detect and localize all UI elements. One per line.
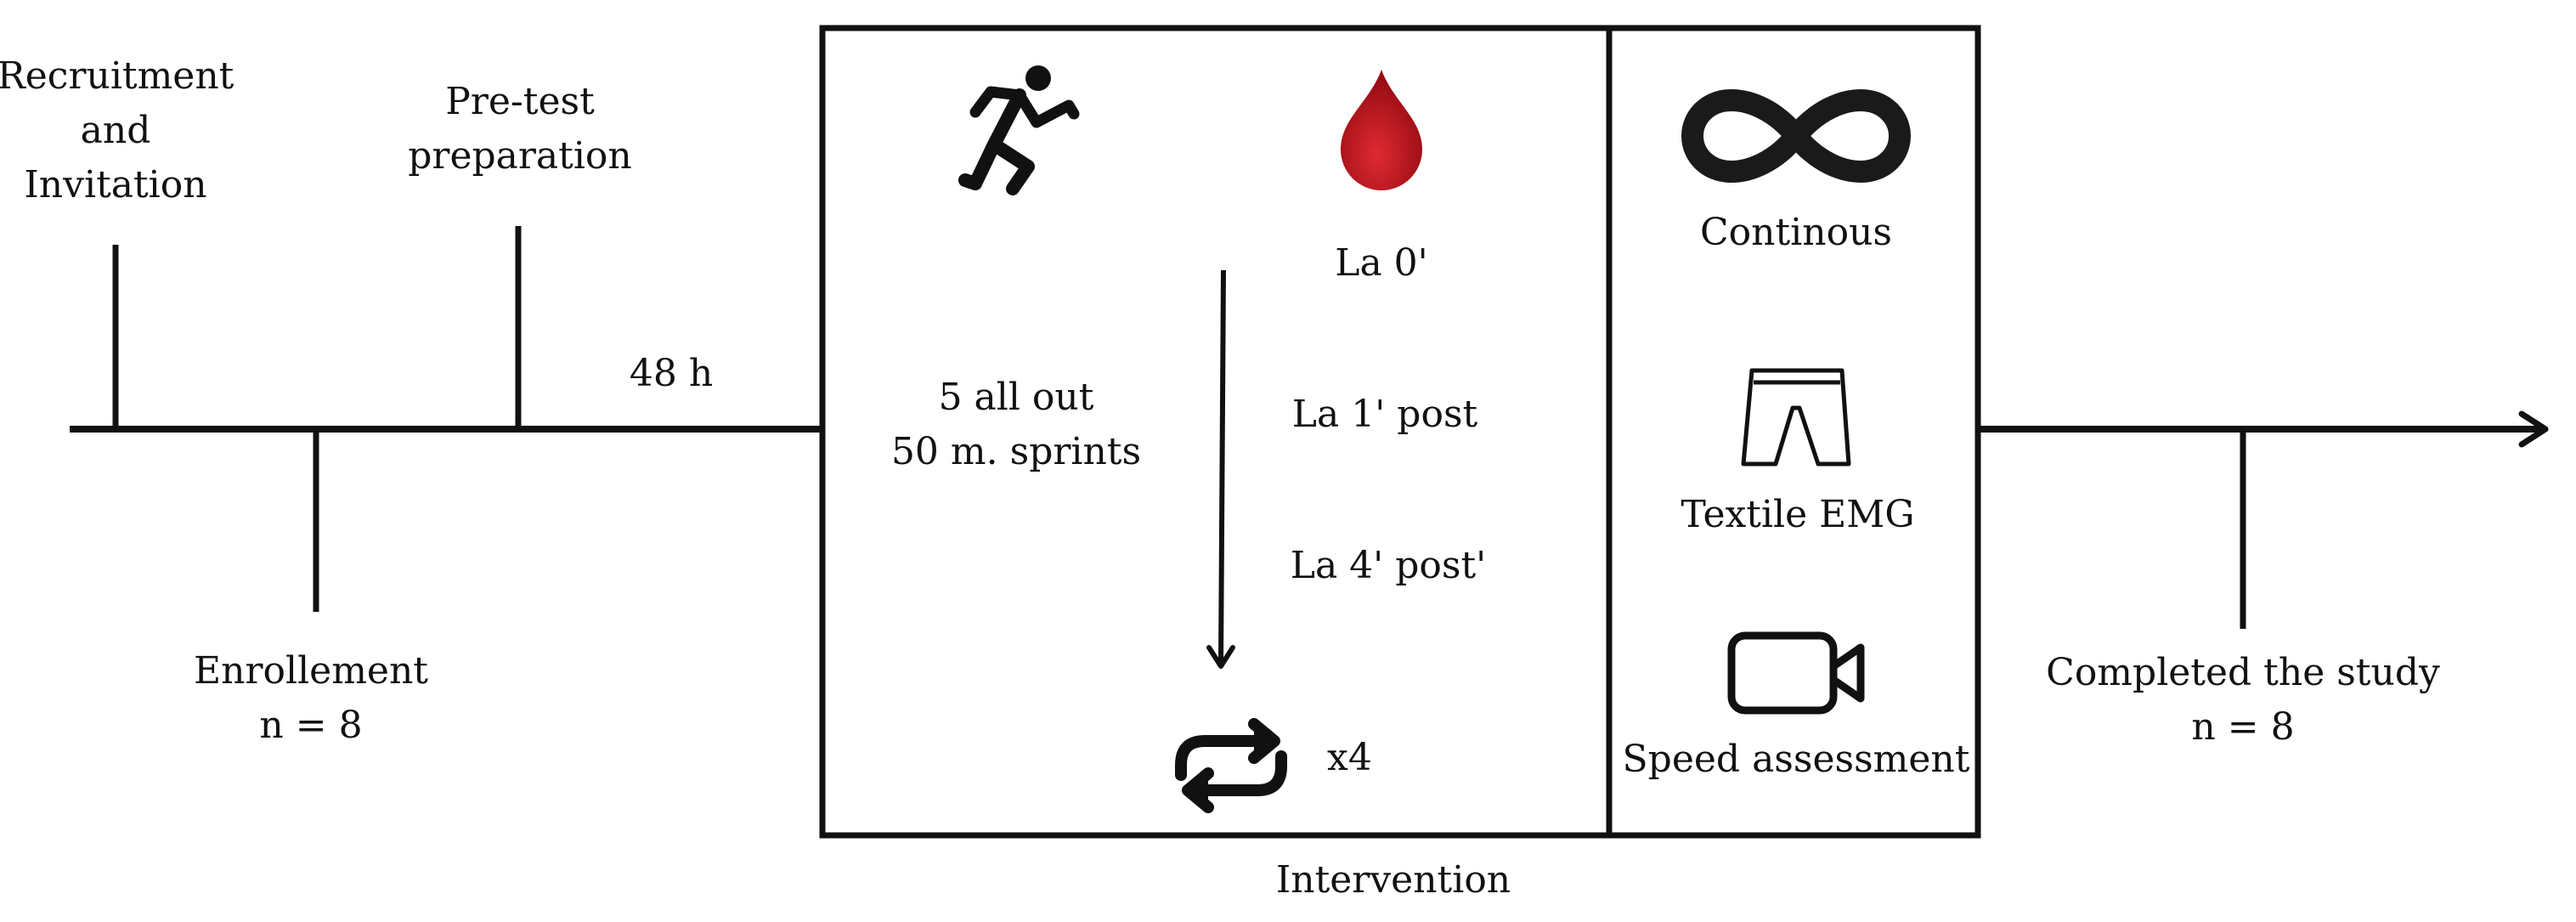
speed-label: Speed assessment [1622,738,1970,781]
timeline-arrowhead [2518,410,2549,448]
intervention-caption: Intervention [1275,858,1511,902]
interval-label: 48 h [629,352,714,395]
completed-label: Completed the study n = 8 [2046,651,2440,749]
lactate-1-label: La 1' post [1291,393,1478,436]
lactate-sequence-arrow [1218,269,1226,664]
repeat-arrows-icon [1175,718,1287,813]
continuous-label: Continous [1700,211,1892,254]
enrollment-label: Enrollement n = 8 [194,649,428,747]
video-camera-icon [1727,631,1865,715]
intervention-box [819,25,1981,839]
running-person-icon [958,65,1080,195]
emg-label: Textile EMG [1681,493,1915,536]
recruitment-label: Recruitment and Invitation [0,54,234,206]
lactate-0-label: La 0' [1335,241,1428,285]
lactate-sequence-arrowhead [1206,645,1235,669]
repeat-count-label: x4 [1327,736,1372,779]
infinity-icon [1681,89,1911,183]
pretest-label: Pre-test preparation [408,80,632,178]
shorts-icon [1741,368,1851,467]
blood-drop-icon [1341,70,1422,190]
lactate-4-label: La 4' post' [1290,544,1487,587]
protocol-label: 5 all out 50 m. sprints [890,376,1142,473]
